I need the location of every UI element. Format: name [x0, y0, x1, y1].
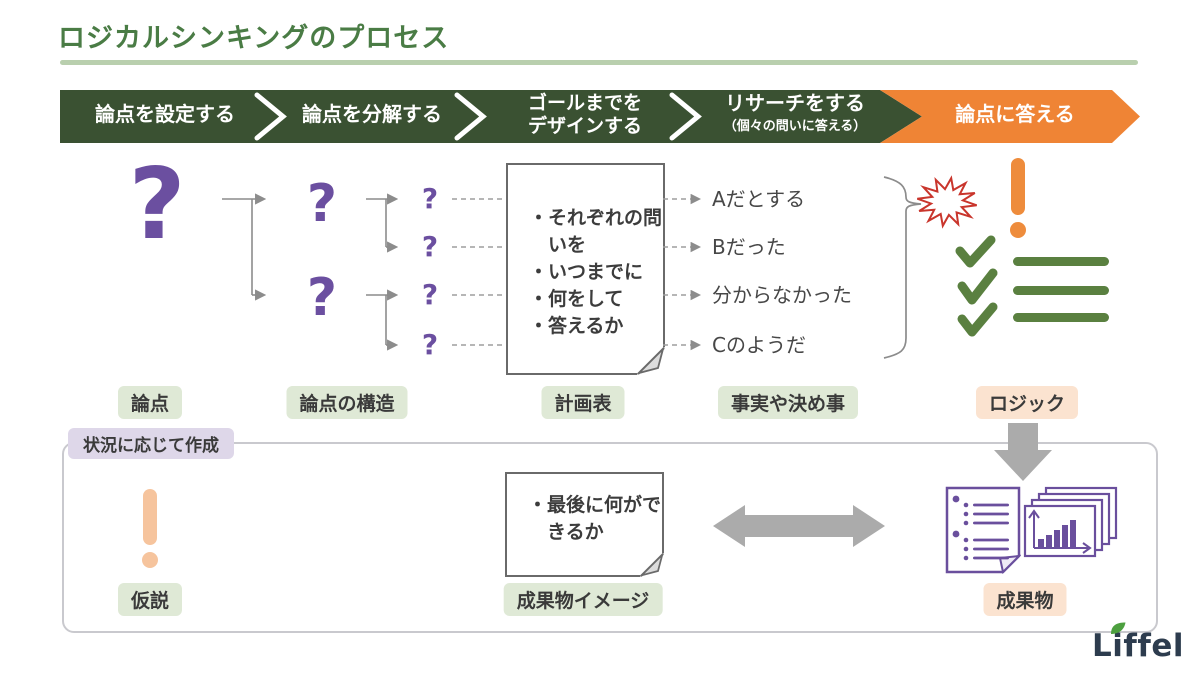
plan-bullet-list: それぞれの問いを いつまでに 何をして 答えるか — [508, 205, 663, 340]
label-hypothesis: 仮説 — [117, 583, 183, 616]
logo-text: Liffel — [1092, 628, 1185, 664]
step-1-text: 論点を設定する — [95, 102, 235, 126]
starburst-icon — [916, 175, 978, 229]
answer-item: Bだった — [712, 235, 786, 259]
question-mark-small-icon: ? — [421, 328, 439, 361]
chevron-separator-icon — [669, 92, 702, 141]
label-logic: ロジック — [975, 386, 1079, 419]
step-4-line2: （個々の問いに答える） — [723, 119, 867, 134]
liffel-logo: Liffel — [1092, 622, 1185, 664]
leaf-icon — [1111, 622, 1126, 634]
exclamation-dot-icon — [1010, 222, 1026, 238]
answer-item: Cのようだ — [712, 333, 806, 357]
step-3-line2: デザインする — [527, 115, 643, 137]
process-bar — [60, 90, 1140, 143]
step-4-line1: リサーチをする — [725, 91, 865, 115]
question-mark-small-icon: ? — [421, 230, 439, 263]
brace-icon — [883, 176, 922, 359]
answer-item: Aだとする — [712, 187, 806, 211]
label-issue: 論点 — [117, 386, 183, 419]
page-fold-icon — [640, 553, 664, 577]
answer-item: 分からなかった — [712, 283, 852, 307]
hypothesis-exclamation-dot-icon — [142, 552, 158, 568]
step-5-label: 論点に答える — [955, 103, 1074, 126]
plan-bullet: 何をして — [548, 286, 663, 313]
question-mark-small-icon: ? — [421, 182, 439, 215]
plan-bullet: 答えるか — [548, 313, 663, 340]
label-deliverable-image: 成果物イメージ — [503, 583, 663, 616]
step-3-line1: ゴールまでを — [527, 92, 643, 114]
plan-bullet: それぞれの問いを — [548, 205, 663, 259]
conditional-badge: 状況に応じて作成 — [68, 428, 234, 459]
chevron-separator-icon — [254, 92, 287, 141]
page-title: ロジカルシンキングのプロセス — [58, 23, 450, 54]
step-2-text: 論点を分解する — [302, 102, 442, 126]
checklist-document-icon — [945, 486, 1021, 574]
title-underline — [60, 60, 1138, 65]
plan-bullet: いつまでに — [548, 259, 663, 286]
step-3-label: ゴールまでを デザインする — [528, 92, 642, 138]
label-plan-table: 計画表 — [541, 386, 625, 419]
deliverable-bullet: 最後に何ができるか — [547, 492, 662, 546]
question-mark-small-icon: ? — [421, 278, 439, 311]
step-1-label: 論点を設定する — [95, 103, 235, 126]
question-mark-big-icon: ? — [128, 148, 186, 262]
label-deliverable: 成果物 — [983, 583, 1067, 616]
hypothesis-exclamation-icon — [143, 489, 157, 545]
check-marks-icon — [955, 235, 998, 337]
chevron-separator-icon — [454, 92, 487, 141]
step-5-text: 論点に答える — [955, 102, 1075, 126]
bar-chart-bars — [1038, 520, 1076, 548]
question-mark-medium-icon: ? — [306, 174, 338, 234]
deliverable-image-box: 最後に何ができるか — [505, 472, 664, 577]
logic-list-lines-icon — [1013, 257, 1109, 322]
page-fold-icon — [637, 347, 665, 375]
process-bar-green-segment — [60, 90, 922, 143]
plan-box: それぞれの問いを いつまでに 何をして 答えるか — [506, 163, 665, 375]
conditional-section-box — [62, 442, 1158, 633]
step-4-label: リサーチをする （個々の問いに答える） — [724, 92, 867, 138]
exclamation-icon — [1011, 158, 1025, 215]
question-mark-medium-icon: ? — [306, 268, 338, 328]
label-issue-structure: 論点の構造 — [286, 386, 408, 419]
label-facts: 事実や決め事 — [717, 386, 859, 419]
deliverable-bullet-list: 最後に何ができるか — [507, 492, 662, 546]
step-2-label: 論点を分解する — [302, 103, 442, 126]
chart-slides-stack-icon — [1023, 486, 1118, 558]
process-bar-orange-segment — [880, 90, 1140, 143]
